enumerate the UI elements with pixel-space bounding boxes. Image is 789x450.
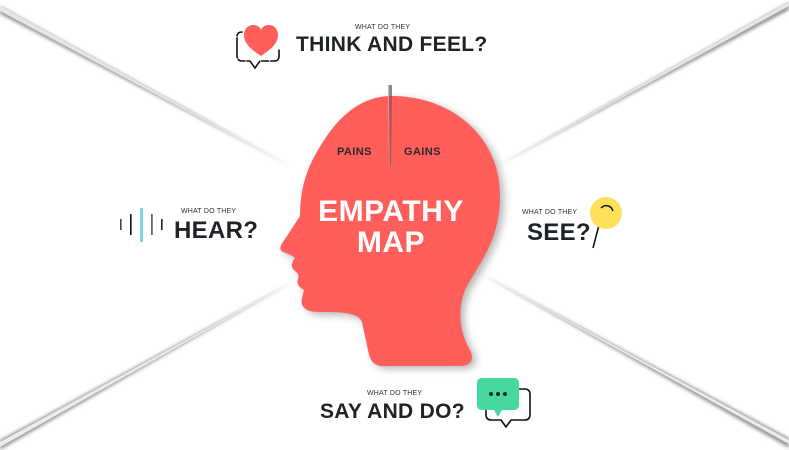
diagram-title: EMPATHY MAP [310,196,472,258]
pains-label: PAINS [337,146,372,158]
chat-bubbles-icon [477,378,531,428]
sound-wave-icon [120,208,163,242]
head-silhouette [280,96,500,366]
pains-gains-divider [388,85,392,165]
gains-label: GAINS [404,146,441,158]
magnifier-lens-icon [590,197,622,249]
title-line-2: MAP [356,226,426,259]
divider-top-left [0,6,290,166]
heart-speech-bubble-icon [236,25,280,70]
think-feel-prefix: WHAT DO THEY [355,24,411,31]
say-do-prefix: WHAT DO THEY [367,390,423,397]
think-feel-heading: THINK AND FEEL? [296,33,488,56]
see-heading: SEE? [527,219,591,246]
divider-bottom-right [476,271,789,448]
title-line-1: EMPATHY [318,195,464,228]
say-do-heading: SAY AND DO? [320,400,465,423]
divider-top-right [494,2,789,168]
hear-heading: HEAR? [174,217,259,244]
divider-bottom-left [0,280,296,450]
hear-prefix: WHAT DO THEY [181,208,237,215]
see-prefix: WHAT DO THEY [522,209,578,216]
